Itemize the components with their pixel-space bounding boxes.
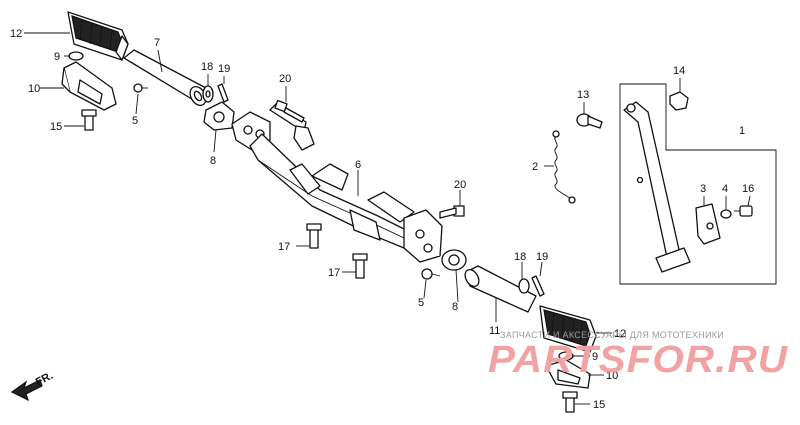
- watermark-brand: PARTSFOR.RU: [488, 339, 789, 381]
- callout-16: 16: [742, 183, 754, 195]
- footpeg-rubber-left: [67, 11, 129, 61]
- bolt-20-lower: [439, 205, 465, 219]
- callout-2: 2: [532, 161, 538, 173]
- bolt-right-5: [421, 268, 441, 280]
- spring-2: [552, 130, 576, 204]
- callout-9-right: 9: [592, 351, 598, 363]
- callout-9-left: 9: [54, 51, 60, 63]
- footpeg-bracket-right: [545, 359, 591, 389]
- washer-18-right: [518, 278, 530, 294]
- watermark-tagline: ЗАПЧАСТИ И АКСЕССУАРЫ ДЛЯ МОТОТЕХНИКИ: [500, 330, 724, 340]
- callout-14: 14: [673, 65, 685, 77]
- callout-19-right: 19: [536, 251, 548, 263]
- nut-14: [669, 91, 689, 111]
- callout-7: 7: [154, 37, 160, 49]
- callout-18-left: 18: [201, 61, 213, 73]
- bolt-left-5: [133, 83, 148, 93]
- footpeg-bracket-left: [61, 61, 117, 111]
- leader-lines: [24, 32, 751, 405]
- callout-3: 3: [700, 183, 706, 195]
- step-bar-frame: [231, 103, 443, 263]
- callout-10-left: 10: [28, 83, 40, 95]
- washer-18-left: [202, 85, 214, 103]
- plate-8-left: [203, 101, 235, 131]
- bolt-20-upper: [274, 99, 305, 123]
- callout-15-left: 15: [50, 121, 62, 133]
- callout-11: 11: [489, 325, 500, 337]
- bolt-right-15: [562, 391, 578, 413]
- callout-12-left: 12: [10, 28, 22, 40]
- callout-15-right: 15: [593, 399, 605, 411]
- callout-19-left: 19: [218, 63, 230, 75]
- callout-13: 13: [577, 89, 589, 101]
- callout-17-lower: 17: [328, 267, 340, 279]
- callout-numbers: 12 9 10 15 5 7 18 19 8 20 6 20 17 17 5 8…: [10, 28, 754, 411]
- cotter-pin-19-left: [217, 83, 229, 103]
- bolt-17-upper: [306, 223, 322, 249]
- footpeg-tube-11: [464, 265, 537, 313]
- bolt-17-lower: [352, 253, 368, 279]
- footpeg-tube-7: [123, 49, 207, 106]
- front-direction-arrow: FR.: [10, 370, 55, 402]
- watermark: ЗАПЧАСТИ И АКСЕССУАРЫ ДЛЯ МОТОТЕХНИКИ PA…: [488, 330, 789, 381]
- plate-8-right: [441, 249, 467, 271]
- bolt-4: [720, 209, 732, 219]
- cotter-pin-19-right: [531, 275, 545, 297]
- callout-1: 1: [739, 125, 745, 137]
- bolt-left-15: [81, 109, 97, 131]
- callout-8-right: 8: [452, 301, 458, 313]
- callout-20-upper: 20: [279, 73, 291, 85]
- callout-5-left: 5: [132, 115, 138, 127]
- switch-3: [695, 203, 721, 245]
- callout-12-right: 12: [614, 328, 626, 340]
- side-stand-arm: [623, 101, 691, 273]
- callout-6: 6: [355, 159, 361, 171]
- direction-label: FR.: [34, 370, 55, 389]
- callout-5-right: 5: [418, 297, 424, 309]
- callout-8-left: 8: [210, 155, 216, 167]
- callout-10-right: 10: [606, 370, 618, 382]
- callout-20-lower: 20: [454, 179, 466, 191]
- bolt-13: [576, 113, 603, 129]
- footpeg-rubber-right: [539, 305, 597, 353]
- callout-18-right: 18: [514, 251, 526, 263]
- screw-16: [734, 205, 753, 217]
- callout-4: 4: [722, 183, 728, 195]
- side-stand-box: [619, 83, 777, 285]
- washer-left: [68, 51, 84, 61]
- callout-17-upper: 17: [278, 241, 290, 253]
